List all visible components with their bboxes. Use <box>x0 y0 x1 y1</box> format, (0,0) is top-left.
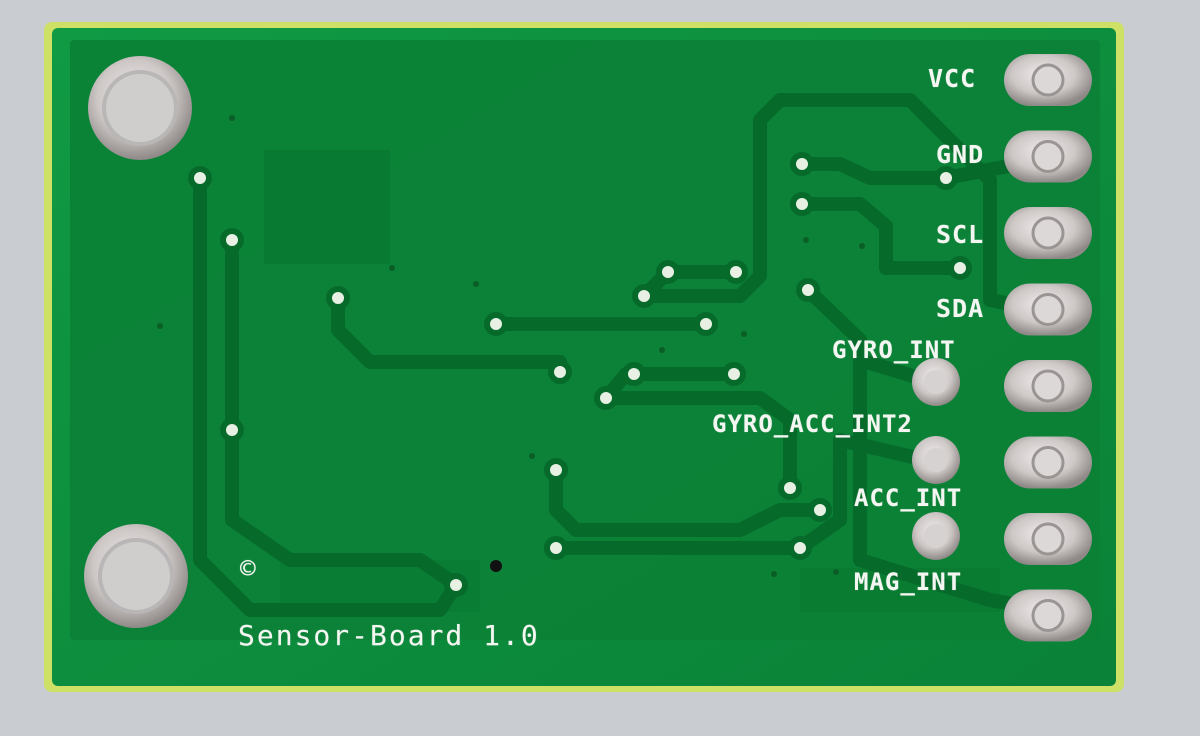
header-hole <box>1031 446 1065 479</box>
header-hole <box>1031 599 1065 632</box>
header-hole <box>1031 369 1065 403</box>
header-hole <box>1031 63 1065 97</box>
tiny-vias <box>157 115 865 577</box>
board-title: Sensor-Board 1.0 <box>238 619 540 652</box>
pin-label-gnd: GND <box>936 140 985 169</box>
mounting-hole-bottom <box>84 524 188 628</box>
bottom-copper-area <box>280 560 1000 612</box>
pin-label-mag-int: MAG_INT <box>854 568 963 596</box>
copper-square-pad <box>264 150 390 264</box>
copyright-mark: © <box>240 554 257 584</box>
mounting-hole-top <box>88 56 192 160</box>
pin-label-vcc: VCC <box>928 64 977 93</box>
header-hole <box>1031 522 1065 556</box>
pin-label-acc-int: ACC_INT <box>854 484 963 512</box>
drill-hole <box>490 560 502 572</box>
test-pads <box>912 358 960 560</box>
pin-label-gyro-acc-int2: GYRO_ACC_INT2 <box>712 410 913 438</box>
pin-label-sda: SDA <box>936 294 985 323</box>
header-hole <box>1031 140 1065 173</box>
pin-label-gyro-int: GYRO_INT <box>832 336 956 364</box>
header-hole <box>1031 293 1065 326</box>
pin-label-scl: SCL <box>936 220 985 249</box>
header-hole <box>1031 216 1065 250</box>
vias <box>188 152 972 597</box>
header-pads <box>1004 54 1092 642</box>
